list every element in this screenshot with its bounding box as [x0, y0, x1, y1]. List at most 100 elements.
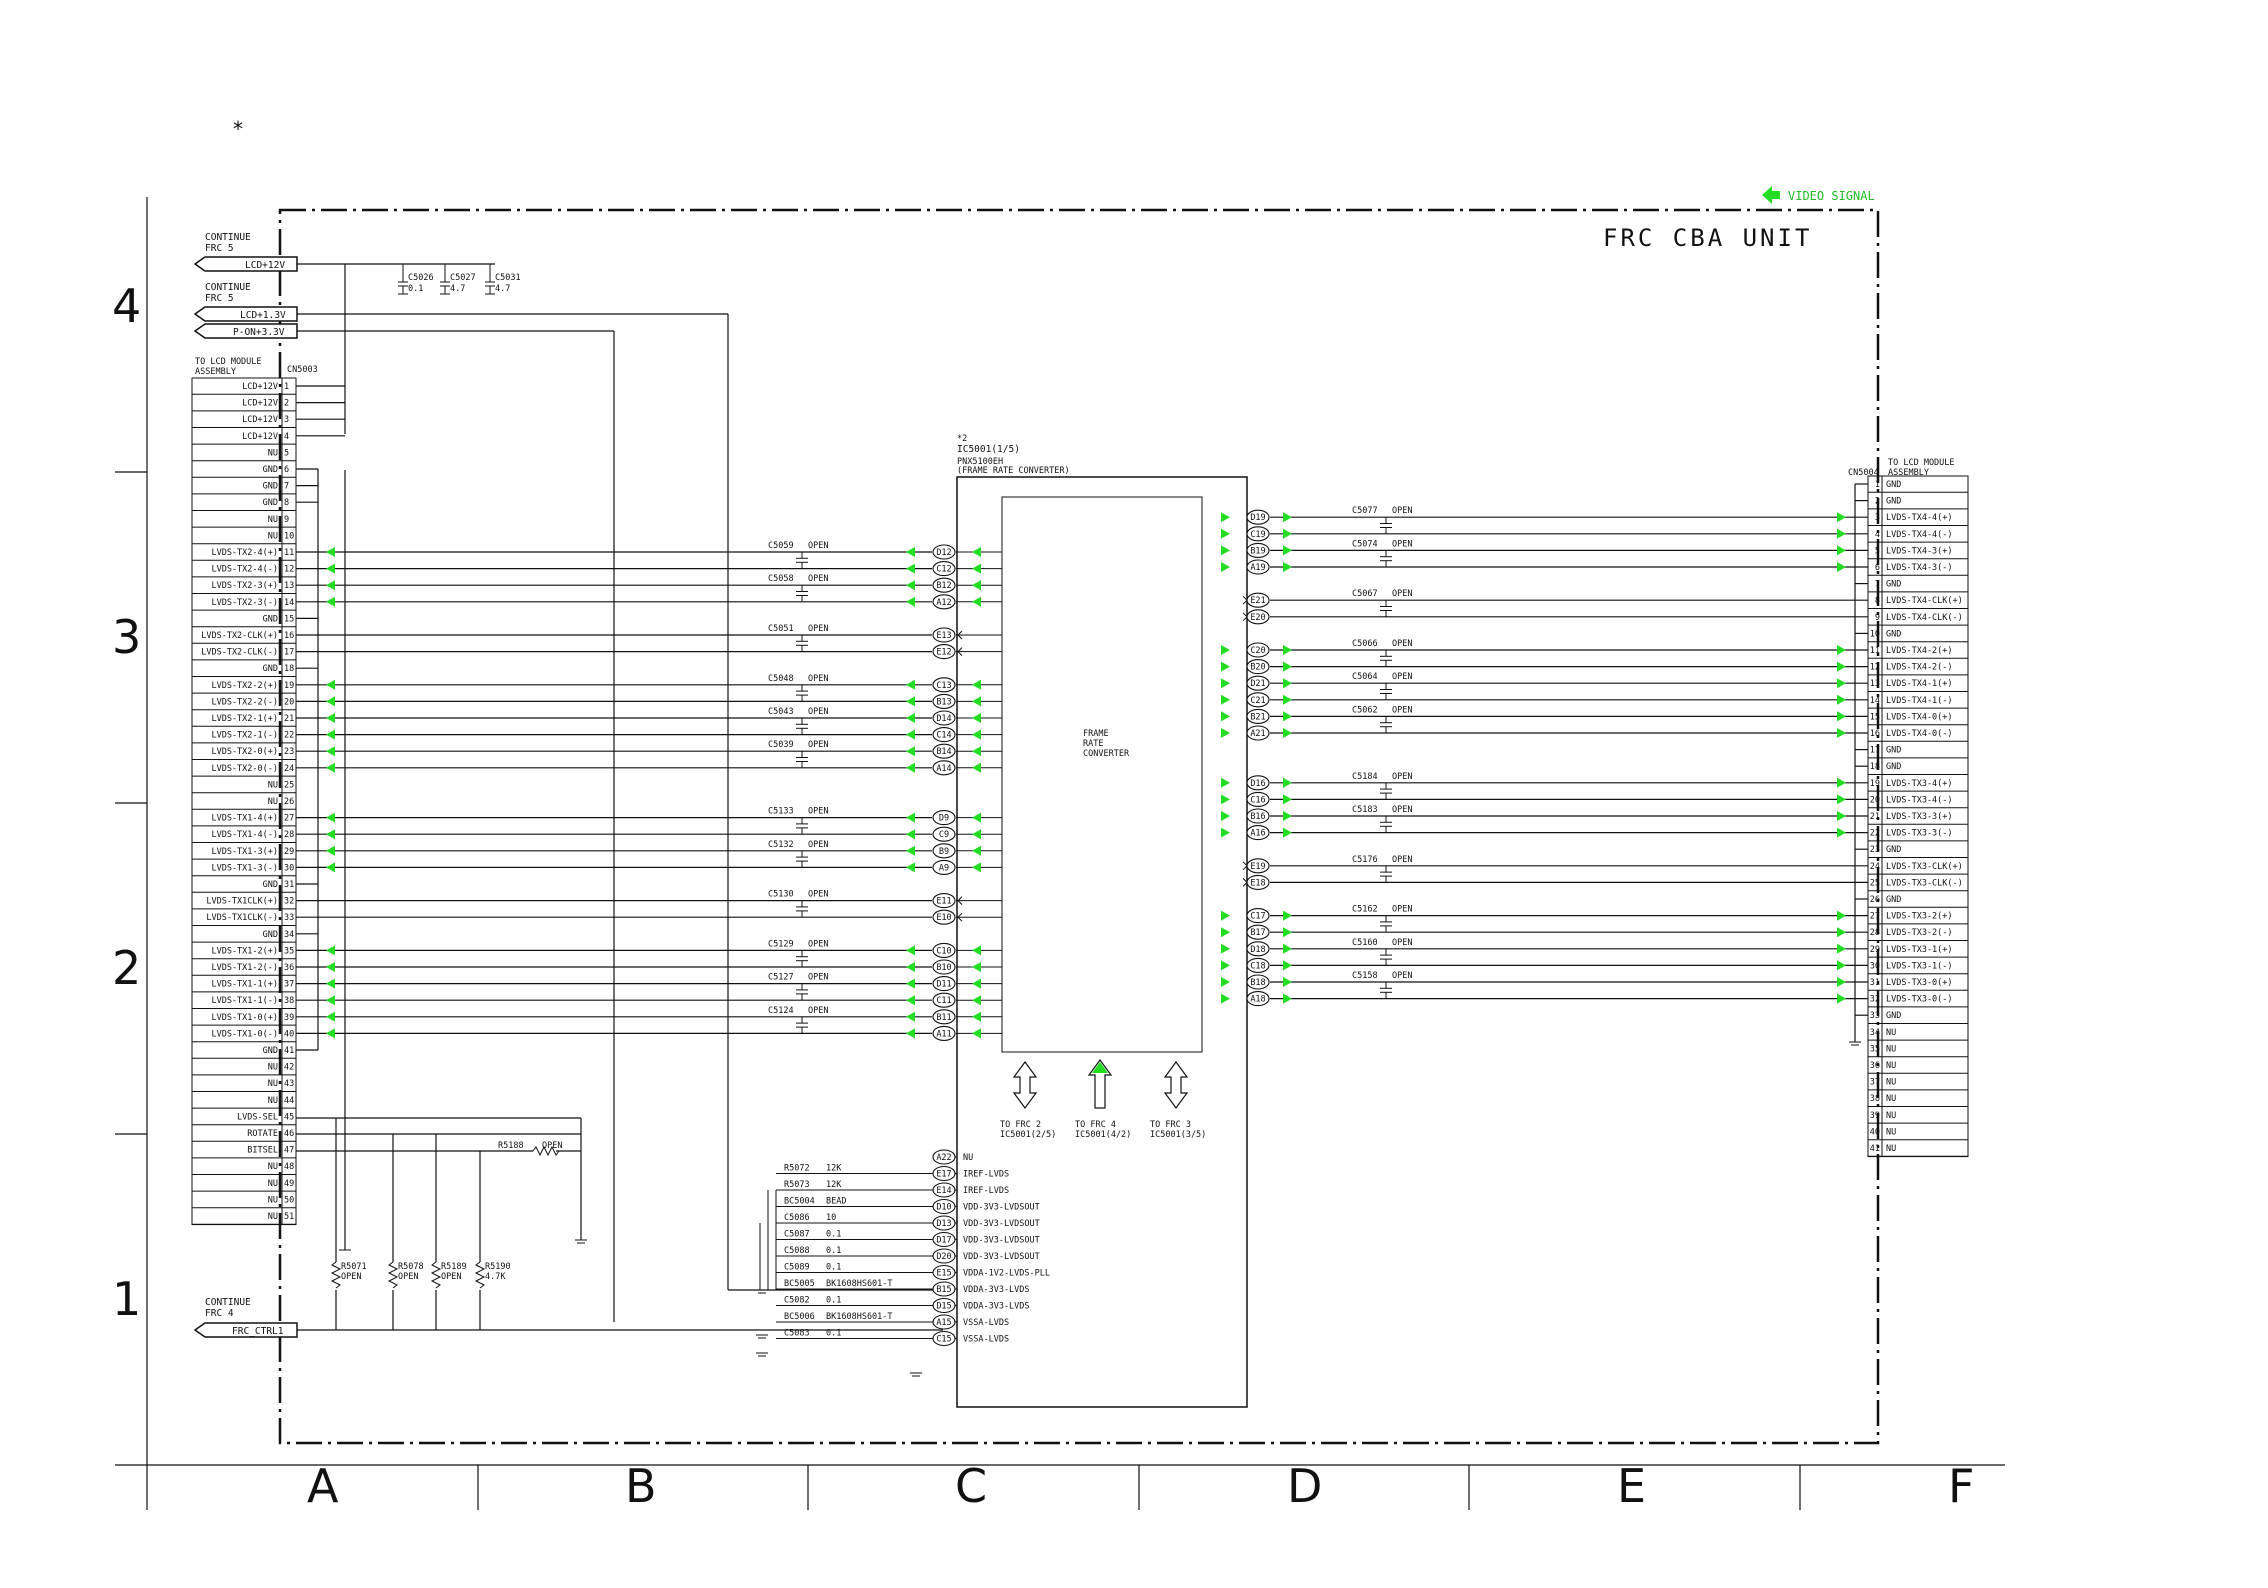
bga-ball-label: B13: [936, 697, 951, 707]
signal-arrow-icon: [906, 679, 915, 690]
svg-text:IC5001(2/5): IC5001(2/5): [1000, 1130, 1056, 1140]
signal-arrow-icon: [1221, 528, 1230, 539]
bga-ball-label: E21: [1250, 596, 1265, 606]
cn5003-pin-label: LVDS-TX2-3(+): [211, 581, 278, 591]
bga-ball: [932, 826, 956, 842]
bga-ball: [932, 1025, 956, 1041]
cn5004-pin-label: LVDS-TX4-3(+): [1886, 546, 1953, 556]
cn5004-pin-number: 11: [1870, 646, 1880, 656]
bga-ball-label: C19: [1250, 530, 1265, 540]
power-pin-label: NU: [963, 1153, 973, 1163]
cn5004-pin-label: LVDS-TX3-2(-): [1886, 928, 1953, 938]
signal-arrow-icon: [1221, 794, 1230, 805]
power-pin-label: IREF-LVDS: [963, 1170, 1009, 1180]
signal-arrow-icon: [972, 547, 981, 557]
cn5003-pin-number: 16: [284, 631, 294, 641]
signal-arrow-icon: [326, 762, 335, 773]
bga-ball: [932, 992, 956, 1008]
cn5003-pin-label: LVDS-TX1-1(-): [211, 996, 278, 1006]
header-asterisk: *: [232, 117, 244, 141]
bga-ball-label: D9: [939, 814, 949, 824]
cn5004-pin-number: 38: [1870, 1094, 1880, 1104]
svg-text:TO FRC 2: TO FRC 2: [1000, 1120, 1041, 1130]
svg-text:4.7: 4.7: [495, 284, 510, 294]
signal-arrow-icon: [906, 812, 915, 823]
cn5004-pin-label: GND: [1886, 497, 1901, 507]
signal-arrow-icon: [1283, 943, 1292, 954]
cap-value: OPEN: [808, 1006, 828, 1016]
cn5004-pin-number: 10: [1870, 629, 1880, 639]
bga-ball: [1246, 542, 1270, 558]
power-part-ref: C5086: [784, 1213, 810, 1223]
cn5003-pin-number: 28: [284, 830, 294, 840]
cn5004-pin-label: LVDS-TX4-3(-): [1886, 563, 1953, 573]
cn5003-pin-number: 33: [284, 913, 294, 923]
cap-value: OPEN: [1392, 672, 1412, 682]
power-pin-label: IREF-LVDS: [963, 1186, 1009, 1196]
svg-text:OPEN: OPEN: [542, 1141, 562, 1151]
bga-ball: [932, 1009, 956, 1025]
bga-ball: [932, 893, 956, 909]
cn5004-pin-number: 14: [1870, 696, 1880, 706]
cn5003-pin-number: 15: [284, 614, 294, 624]
cn5003-pin-label: NU: [268, 1195, 278, 1205]
resistor: [430, 1261, 442, 1289]
cn5004-pin-number: 30: [1870, 961, 1880, 971]
svg-text:C5031: C5031: [495, 273, 521, 283]
clock-arrow-icon: [1242, 861, 1248, 871]
cn5004-pin-number: 18: [1870, 762, 1880, 772]
signal-arrow-icon: [1283, 977, 1292, 987]
svg-text:CN5004: CN5004: [1848, 468, 1879, 478]
cap-ref: C5039: [768, 740, 794, 750]
bga-ball-label: B14: [936, 747, 951, 757]
row-label-3: 3: [112, 610, 141, 664]
cn5004-pin-label: LVDS-TX3-0(+): [1886, 978, 1953, 988]
signal-arrow-icon: [1837, 927, 1846, 938]
cn5004-pin-number: 22: [1870, 829, 1880, 839]
cn5003-pin-number: 36: [284, 963, 294, 973]
signal-arrow-icon: [326, 978, 335, 989]
cn5004-pin-number: 6: [1875, 563, 1880, 573]
clock-arrow-icon: [957, 647, 963, 656]
cn5003-pin-number: 42: [284, 1063, 294, 1073]
cn5003-pin-label: BITSEL: [247, 1146, 278, 1156]
bga-ball-label: D20: [936, 1252, 951, 1262]
signal-arrow-icon: [906, 762, 915, 773]
power-part-value: 0.1: [826, 1230, 841, 1240]
bga-ball: [1246, 675, 1270, 691]
cap-value: OPEN: [808, 973, 828, 983]
signal-arrow-icon: [1837, 794, 1846, 805]
bga-ball: [932, 843, 956, 859]
signal-arrow-icon: [1837, 728, 1846, 738]
bga-ball: [932, 693, 956, 709]
bga-ball-label: B15: [936, 1285, 951, 1295]
svg-text:LCD+1.3V: LCD+1.3V: [240, 310, 286, 321]
cap-ref: C5048: [768, 674, 794, 684]
cn5003-pin-number: 40: [284, 1029, 294, 1039]
cn5004-pin-number: 20: [1870, 795, 1880, 805]
power-part-value: 10: [826, 1213, 836, 1223]
cn5003-pin-label: LVDS-TX1-1(+): [211, 980, 278, 990]
cn5003-pin-label: LVDS-TX1-3(+): [211, 847, 278, 857]
clock-arrow-icon: [1242, 595, 1248, 605]
bga-ball: [1246, 924, 1270, 940]
bga-ball-label: B17: [1250, 928, 1265, 938]
svg-text:TO FRC 3: TO FRC 3: [1150, 1120, 1191, 1130]
cn5003-pin-label: LVDS-TX1-4(-): [211, 830, 278, 840]
signal-arrow-icon: [1221, 645, 1230, 655]
bga-ball: [932, 743, 956, 759]
cap-value: OPEN: [1392, 772, 1412, 782]
cap-ref: C5067: [1352, 589, 1378, 599]
signal-arrow-icon: [1837, 545, 1846, 556]
bga-ball-label: A16: [1250, 829, 1265, 839]
bga-ball: [1246, 808, 1270, 824]
signal-arrow-icon: [1221, 811, 1230, 821]
cn5003-pin-number: 6: [284, 465, 289, 475]
cap-ref: C5051: [768, 624, 794, 634]
cn5004-pin-number: 21: [1870, 812, 1880, 822]
cn5003-pin-label: NU: [268, 531, 278, 541]
cn5004-pin-number: 3: [1875, 513, 1880, 523]
signal-arrow-icon: [1283, 993, 1292, 1004]
power-part-value: 0.1: [826, 1329, 841, 1339]
